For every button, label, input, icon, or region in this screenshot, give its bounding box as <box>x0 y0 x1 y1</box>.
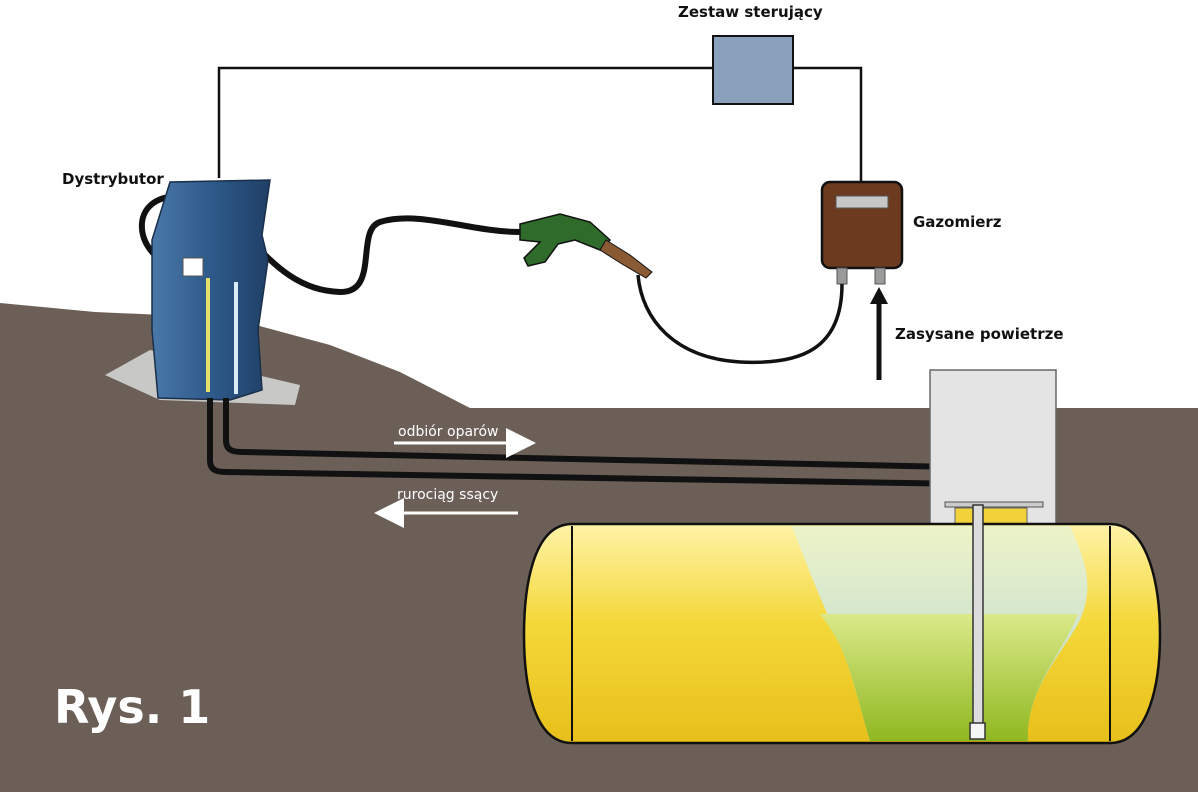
foot-valve <box>969 722 986 740</box>
fuel-nozzle <box>519 213 653 279</box>
air-intake-arrow <box>870 287 888 380</box>
gas-meter <box>820 180 904 285</box>
manhole-chamber <box>929 369 1057 526</box>
vapour-return-label: odbiór oparów <box>398 424 499 440</box>
fuel-level <box>820 614 1078 741</box>
dispenser-hose <box>138 193 521 296</box>
controller-box <box>712 35 794 105</box>
fuel-tank <box>522 522 1162 745</box>
gas-meter-label: Gazomierz <box>913 213 1002 231</box>
suction-pipe-label: rurociąg ssący <box>397 487 499 503</box>
dispenser <box>105 179 300 405</box>
meter-hose <box>636 274 844 365</box>
intake-air-label: Zasysane powietrze <box>895 325 1064 343</box>
dip-pipe <box>972 504 984 726</box>
control-wire <box>217 66 713 178</box>
control-wire-right <box>793 66 863 182</box>
figure-caption: Rys. 1 <box>54 680 211 734</box>
dispenser-label: Dystrybutor <box>62 170 164 188</box>
controller-label: Zestaw sterujący <box>678 3 823 21</box>
